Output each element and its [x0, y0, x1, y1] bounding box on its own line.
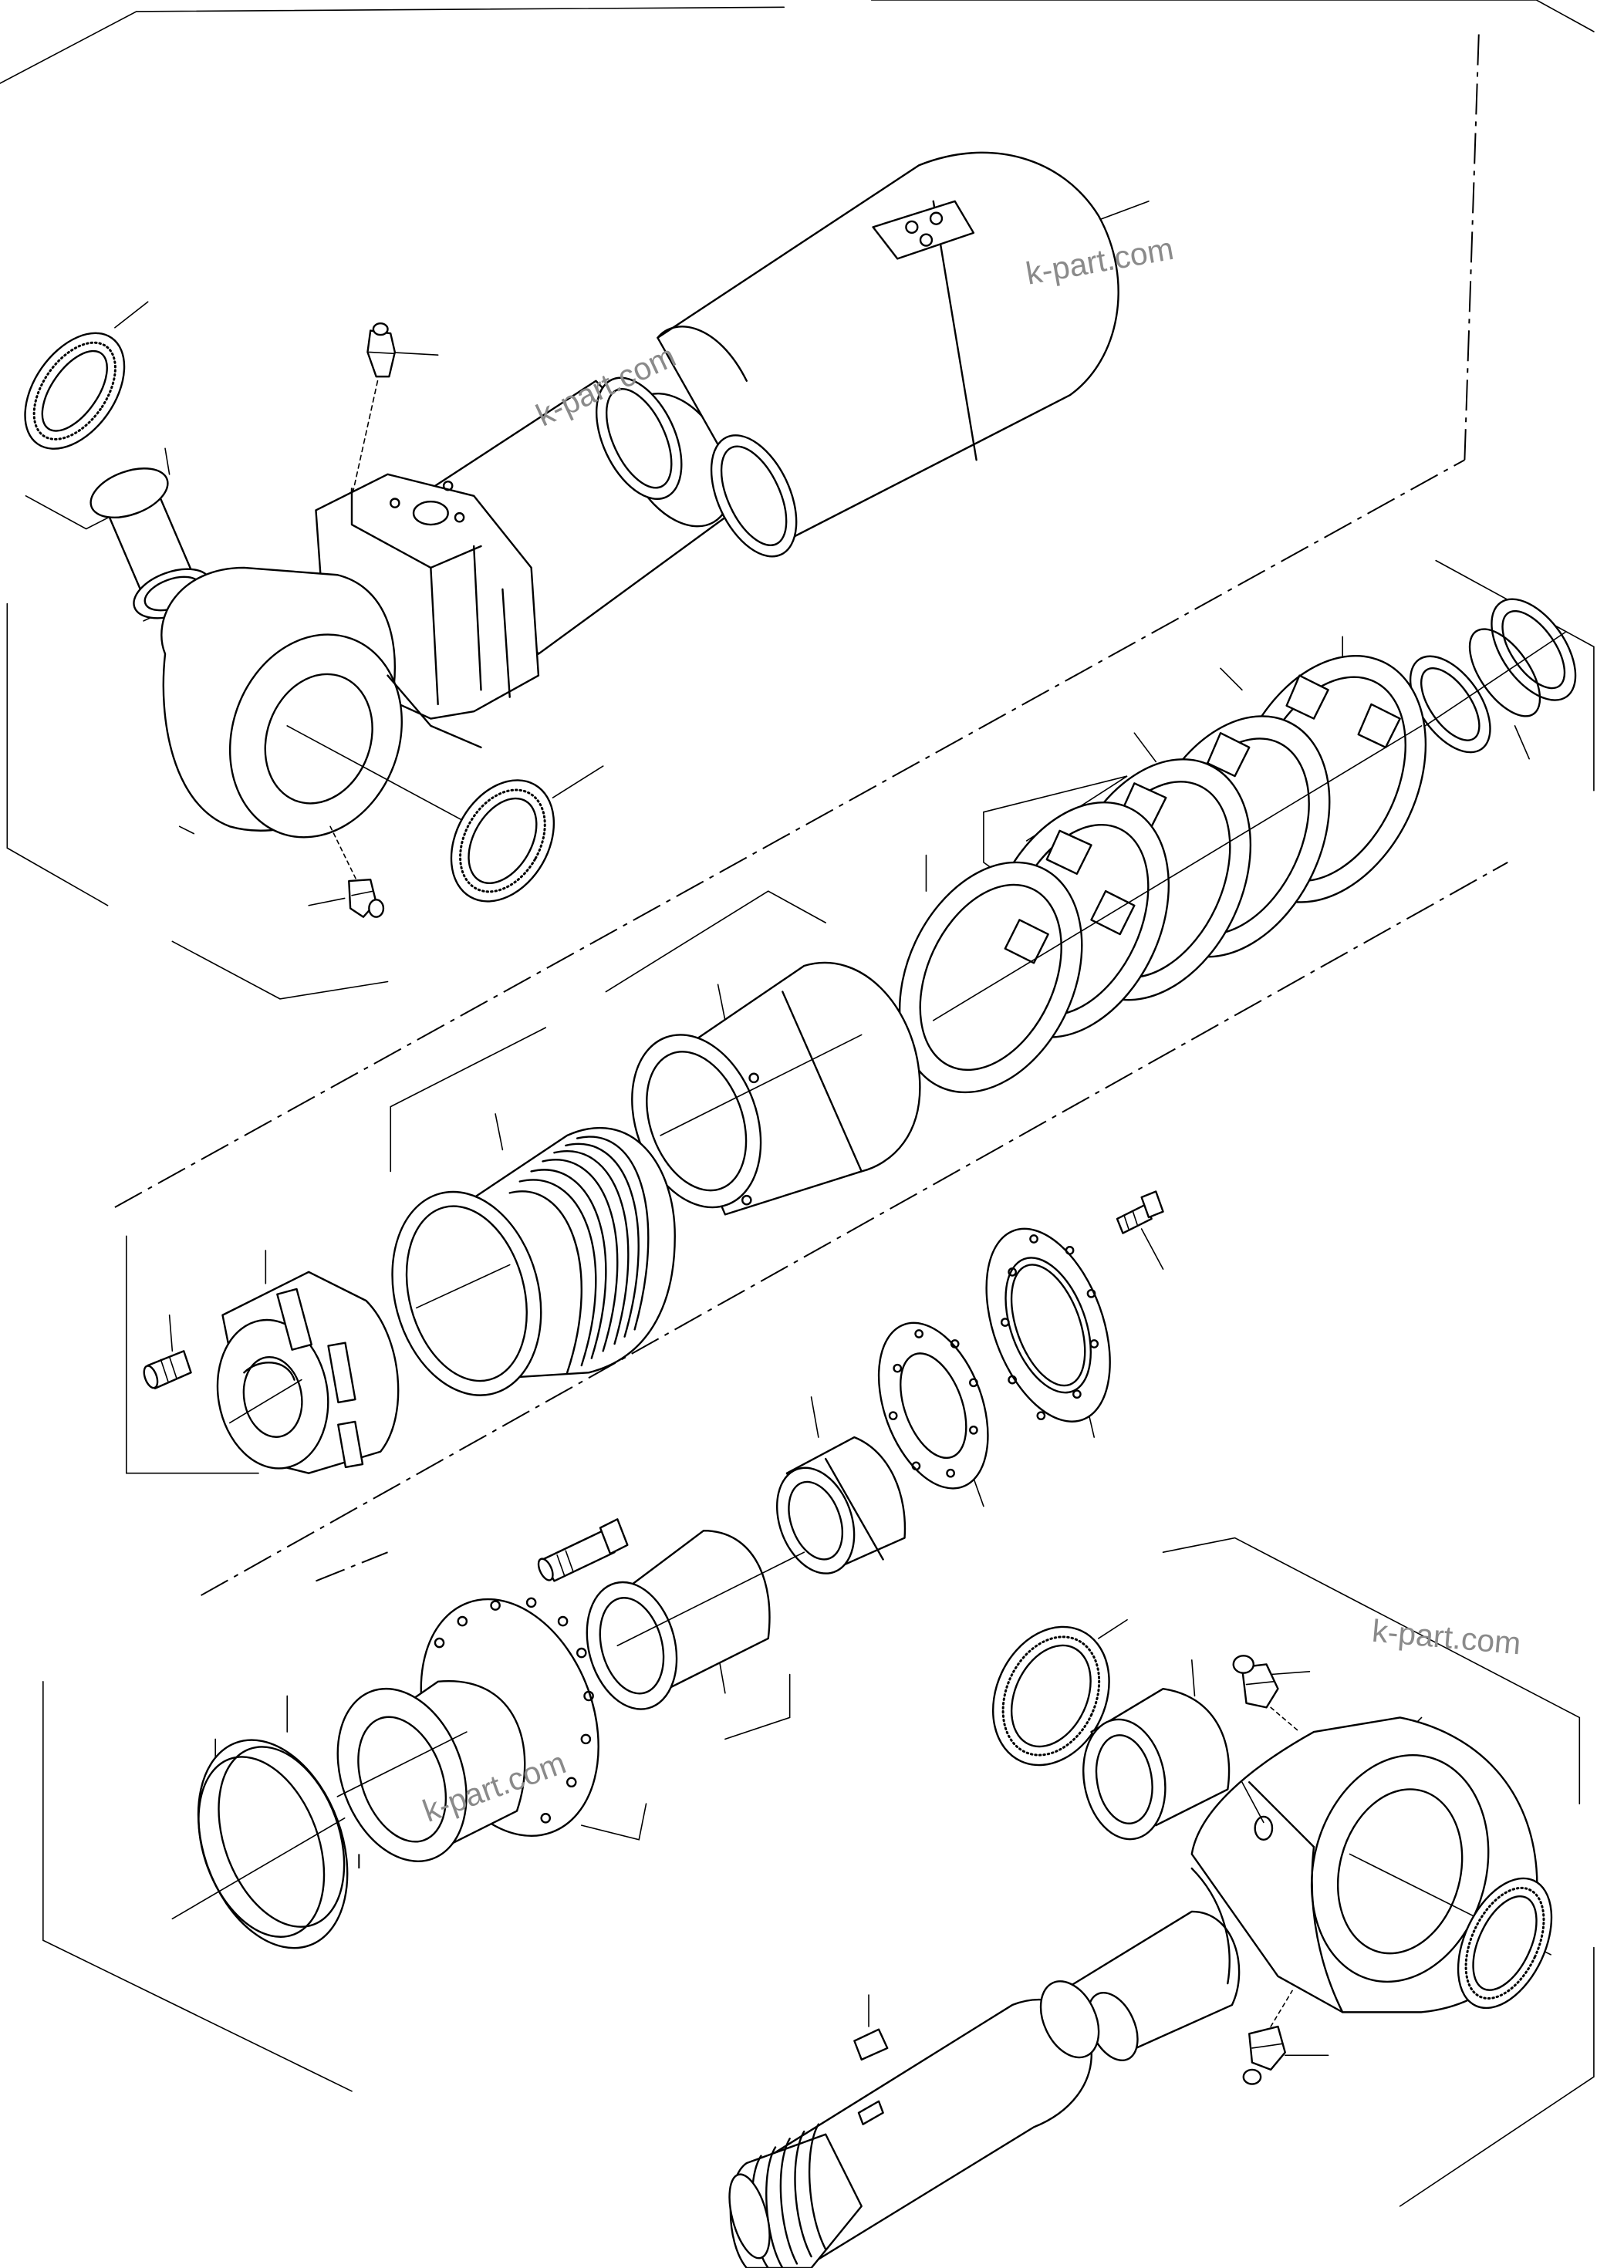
lock-key — [854, 2030, 887, 2060]
retaining-ring-lower-left — [171, 1719, 374, 1969]
seal-ring-rod-eye-upper — [971, 1608, 1131, 1784]
watermark-3: k-part.com — [1371, 1613, 1523, 1662]
grease-nipple-upper — [349, 323, 395, 510]
cylinder-head-flanged — [315, 1574, 630, 1880]
ring-upper-right — [1394, 633, 1565, 767]
grease-nipple-rod-eye-bottom — [1244, 1990, 1292, 2084]
piston-nut — [206, 1272, 398, 1477]
snap-ring-upper-right — [1475, 585, 1592, 715]
seal-ring-rod-eye-lower — [1440, 1864, 1571, 2023]
seal-ring-tube-eye — [430, 762, 575, 920]
dust-seal-ring — [763, 1437, 905, 1585]
grease-nipple-lower-left — [349, 879, 383, 916]
piston — [609, 963, 920, 1226]
group-frames — [0, 0, 1594, 2206]
piston-rod-with-eye — [722, 1717, 1551, 2268]
piston-ring-set — [864, 624, 1464, 1122]
grease-nipple-rod-eye — [1234, 1655, 1300, 1732]
protective-sleeve — [579, 153, 1119, 570]
flange-plate-middle — [858, 1308, 1008, 1503]
seal-ring-upper-left — [5, 315, 144, 467]
bolt-long — [535, 1519, 627, 1582]
flange-plate-right — [963, 1212, 1134, 1439]
centre-axes — [115, 29, 1508, 1868]
bolt-flange-small — [1117, 1192, 1163, 1234]
rod-bushing — [573, 1531, 804, 1719]
cylinder-head-grooved — [370, 1128, 674, 1412]
set-screw — [141, 1351, 191, 1389]
bushing-rod-eye — [1074, 1689, 1229, 1845]
